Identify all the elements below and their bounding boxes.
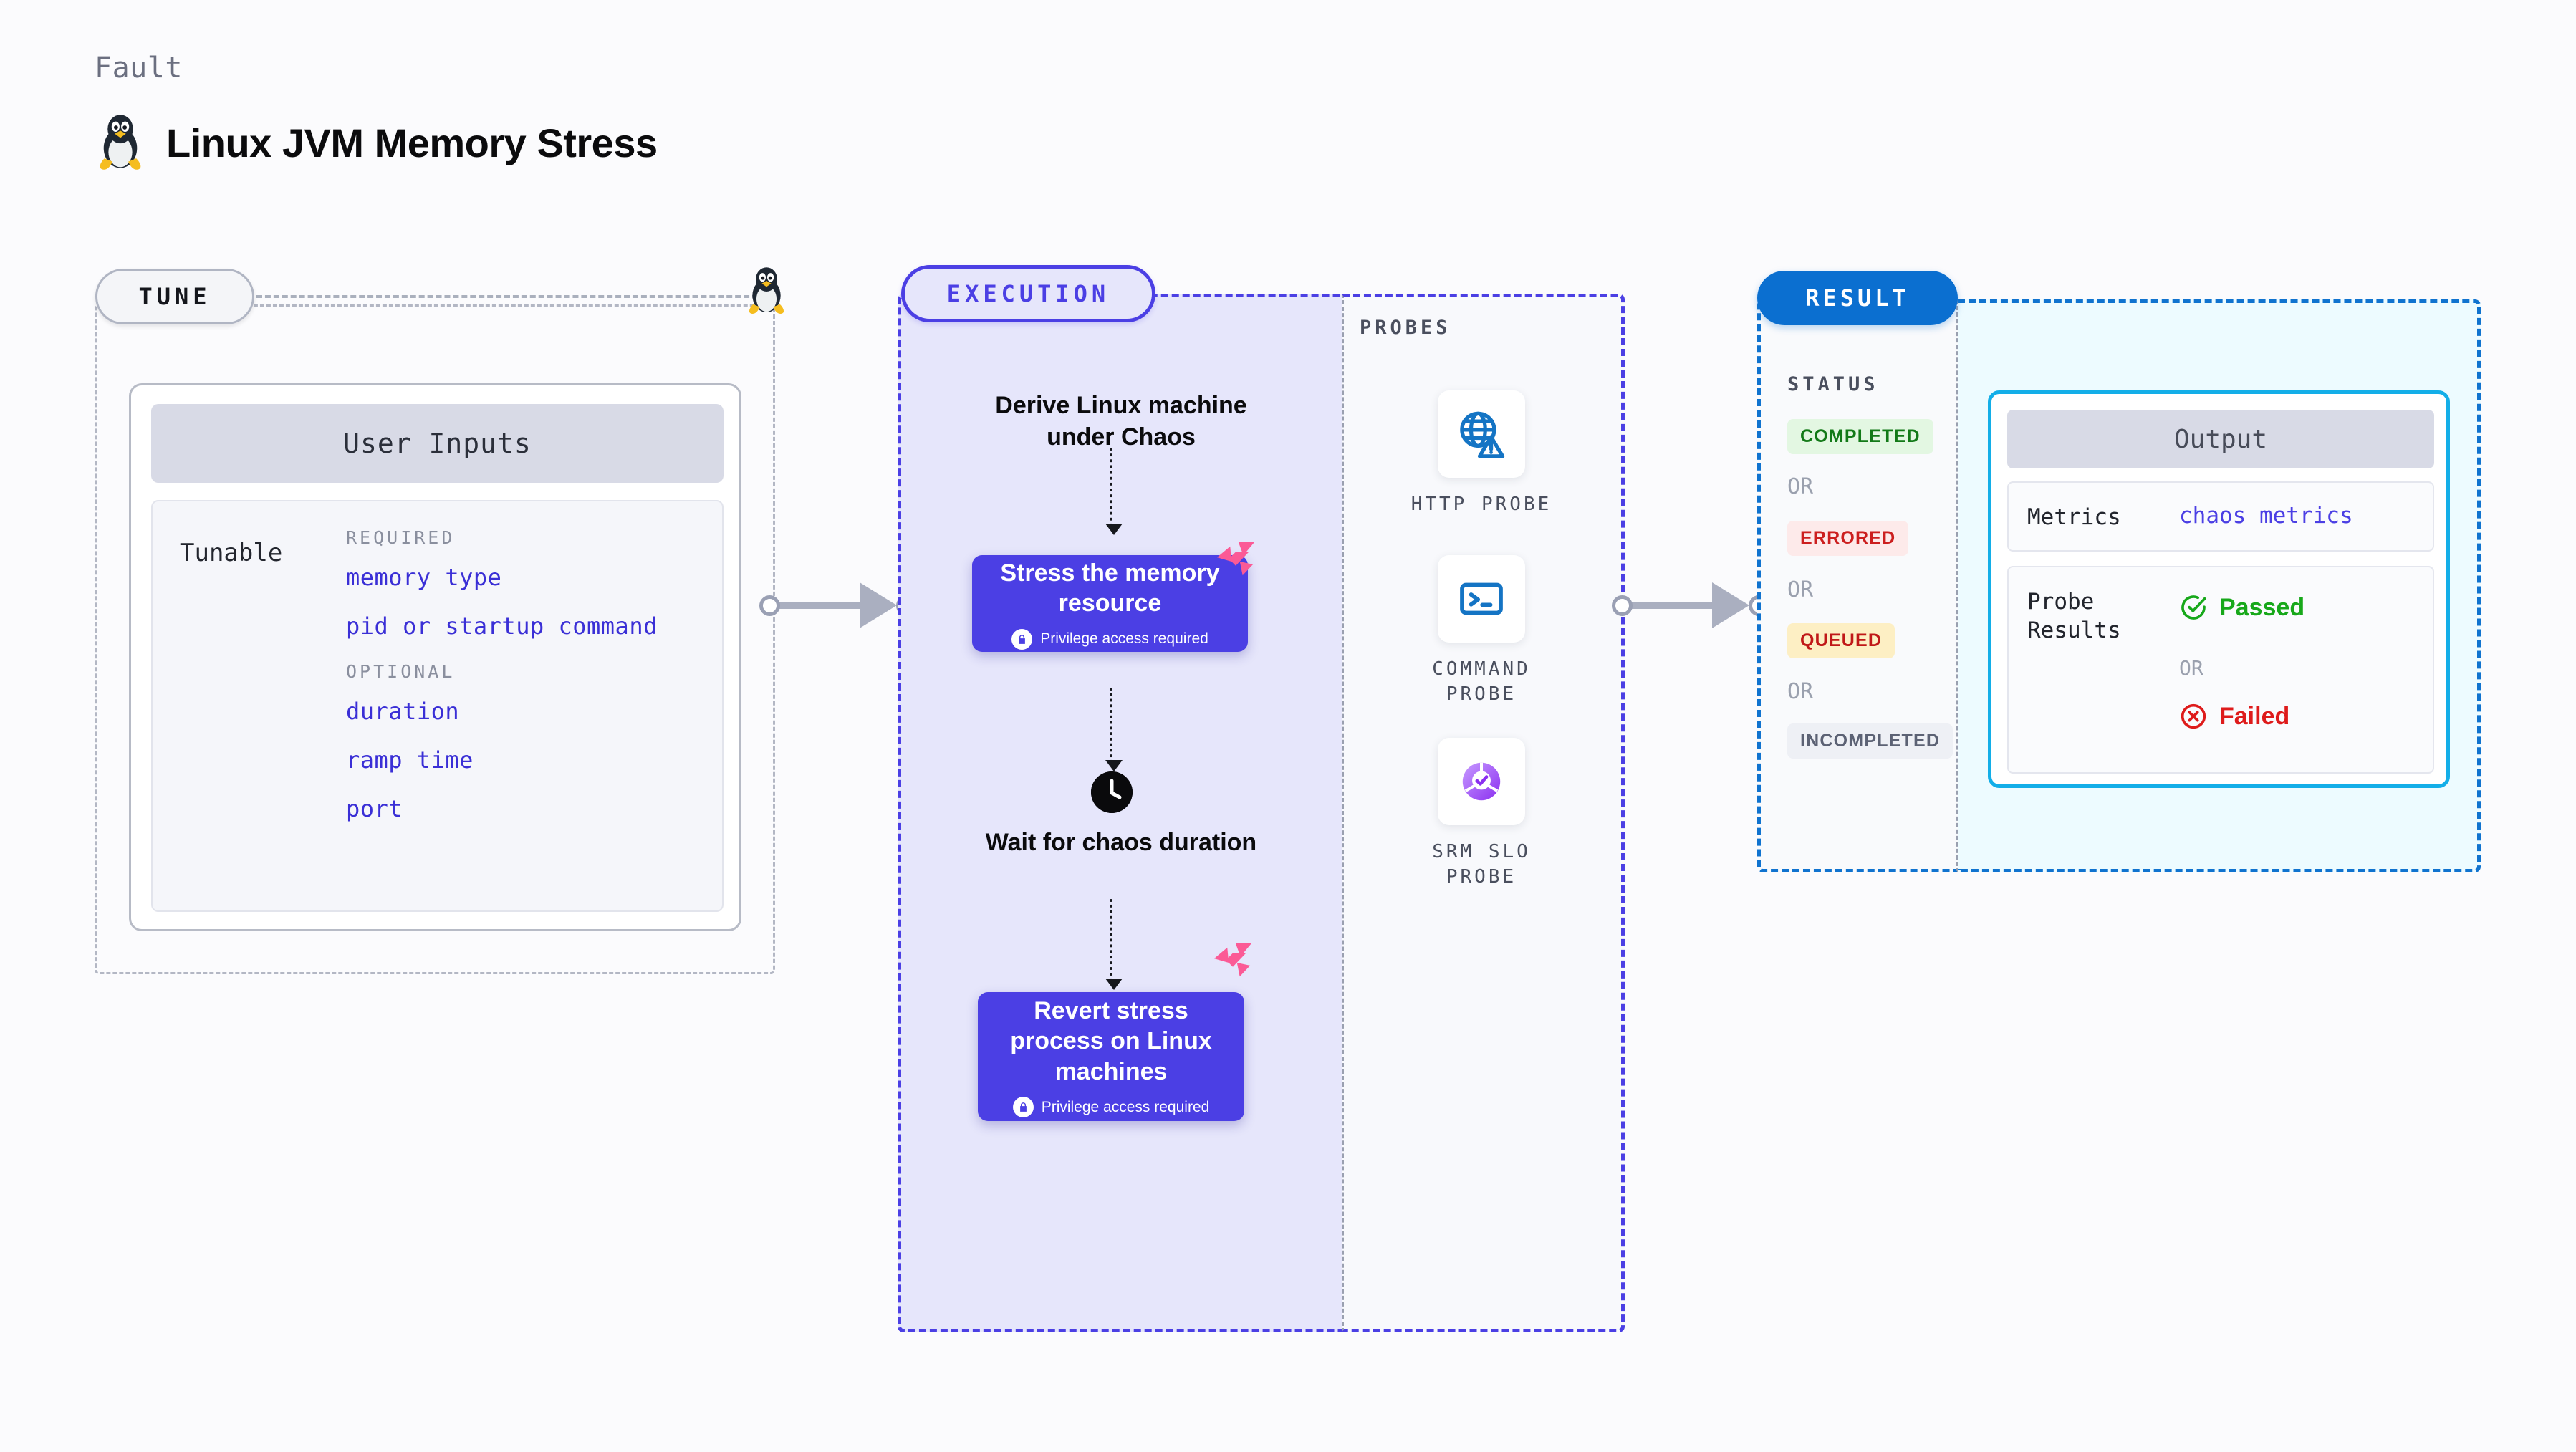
status-badge-errored: ERRORED (1787, 521, 1909, 556)
probe-result-or: OR (2179, 656, 2203, 680)
tunable-list: REQUIRED memory type pid or startup comm… (346, 527, 719, 844)
tune-panel (95, 304, 775, 974)
probe-result-failed: Failed (2179, 702, 2289, 731)
status-badge-queued: QUEUED (1787, 623, 1895, 658)
flow-arrow-2 (1105, 688, 1123, 771)
status-label: STATUS (1787, 373, 1879, 395)
execution-step-stress-title: Stress the memory resource (1000, 559, 1220, 617)
privilege-note: Privilege access required (1012, 1097, 1210, 1118)
privilege-note: Privilege access required (1011, 628, 1208, 650)
check-circle-icon (2181, 595, 2206, 620)
globe-warning-icon (1438, 390, 1525, 478)
linux-penguin-icon (100, 115, 141, 170)
tune-badge[interactable]: TUNE (95, 269, 254, 324)
tunable-group-heading-optional: OPTIONAL (346, 661, 456, 682)
probe-command[interactable]: COMMAND PROBE (1395, 555, 1567, 707)
execution-panel (898, 294, 1342, 1332)
clock-icon (1091, 771, 1133, 813)
probe-http[interactable]: HTTP PROBE (1395, 390, 1567, 517)
slo-donut-check-icon (1438, 738, 1525, 825)
page-header: Linux JVM Memory Stress (95, 113, 658, 172)
page-kicker: Fault (95, 52, 183, 85)
flow-arrow-1 (1105, 448, 1123, 535)
x-circle-icon (2181, 703, 2206, 729)
execution-badge[interactable]: EXECUTION (901, 265, 1155, 322)
execution-step-revert[interactable]: Revert stress process on Linux machines … (978, 992, 1244, 1121)
lock-icon (1012, 1097, 1034, 1118)
probe-result-failed-label: Failed (2219, 702, 2290, 730)
tunable-item-duration[interactable]: duration (346, 698, 460, 725)
tunable-item-pid-or-startup-command[interactable]: pid or startup command (346, 612, 658, 640)
lock-icon (1011, 628, 1033, 650)
output-row-metrics: Metrics chaos metrics (2007, 481, 2434, 552)
harness-logo-icon (1216, 542, 1255, 576)
tunable-item-port[interactable]: port (346, 795, 403, 822)
tune-to-execution-connector (759, 573, 917, 638)
execution-step-wait: Wait for chaos duration (985, 829, 1257, 856)
probe-srm-slo-label: SRM SLO PROBE (1432, 841, 1531, 888)
execution-step-derive: Derive Linux machine under Chaos (995, 392, 1247, 451)
status-or-1: OR (1787, 474, 1814, 499)
probes-label: PROBES (1360, 317, 1451, 339)
status-badge-incompleted: INCOMPLETED (1787, 723, 1953, 759)
user-inputs-card: User Inputs Tunable REQUIRED memory type… (129, 383, 741, 931)
privilege-note-text: Privilege access required (1040, 630, 1208, 647)
tunable-label: Tunable (180, 539, 283, 567)
output-metrics-key: Metrics (2027, 504, 2121, 530)
tunable-group-heading-required: REQUIRED (346, 527, 456, 548)
output-title: Output (2007, 410, 2434, 468)
probe-result-passed: Passed (2179, 593, 2305, 622)
page-title: Linux JVM Memory Stress (166, 120, 658, 165)
harness-logo-icon (1213, 943, 1252, 977)
status-or-2: OR (1787, 577, 1814, 602)
tunable-body: Tunable REQUIRED memory type pid or star… (151, 500, 724, 912)
status-or-3: OR (1787, 679, 1814, 704)
execution-to-result-connector (1612, 573, 1769, 638)
tunable-item-ramp-time[interactable]: ramp time (346, 746, 474, 774)
user-inputs-title: User Inputs (151, 404, 724, 483)
execution-step-revert-title: Revert stress process on Linux machines (1010, 996, 1212, 1085)
probe-srm-slo[interactable]: SRM SLO PROBE (1395, 738, 1567, 890)
status-badge-completed: COMPLETED (1787, 419, 1933, 454)
output-metrics-value[interactable]: chaos metrics (2179, 503, 2353, 529)
probe-command-label: COMMAND PROBE (1432, 658, 1531, 706)
linux-penguin-icon (749, 267, 784, 314)
terminal-icon (1438, 555, 1525, 643)
probe-http-label: HTTP PROBE (1410, 494, 1552, 515)
tunable-item-memory-type[interactable]: memory type (346, 564, 502, 591)
tune-dashed-connector (256, 295, 758, 298)
execution-step-stress[interactable]: Stress the memory resource Privilege acc… (972, 555, 1248, 652)
probe-result-passed-label: Passed (2219, 593, 2305, 621)
flow-arrow-3 (1105, 899, 1123, 990)
privilege-note-text: Privilege access required (1041, 1098, 1210, 1115)
result-badge[interactable]: RESULT (1757, 271, 1958, 325)
